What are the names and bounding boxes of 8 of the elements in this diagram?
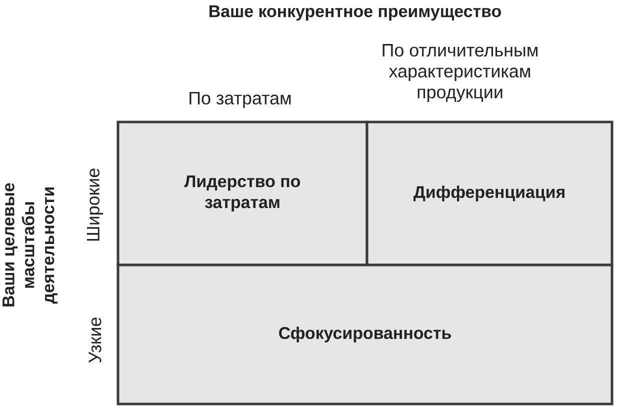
column-header: По отличительным характеристикам продукции [382,44,538,102]
row-header: Широкие [86,168,104,241]
row-header: Узкие [88,318,102,363]
axis-label: Ваши целевые масштабы деятельности [2,183,58,306]
matrix-cell: Дифференциация [366,120,614,266]
matrix-cell: Лидерство по затратам [116,120,368,266]
title: Ваше конкурентное преимущество [210,5,501,21]
matrix-cell: Сфокусированность [116,264,614,406]
